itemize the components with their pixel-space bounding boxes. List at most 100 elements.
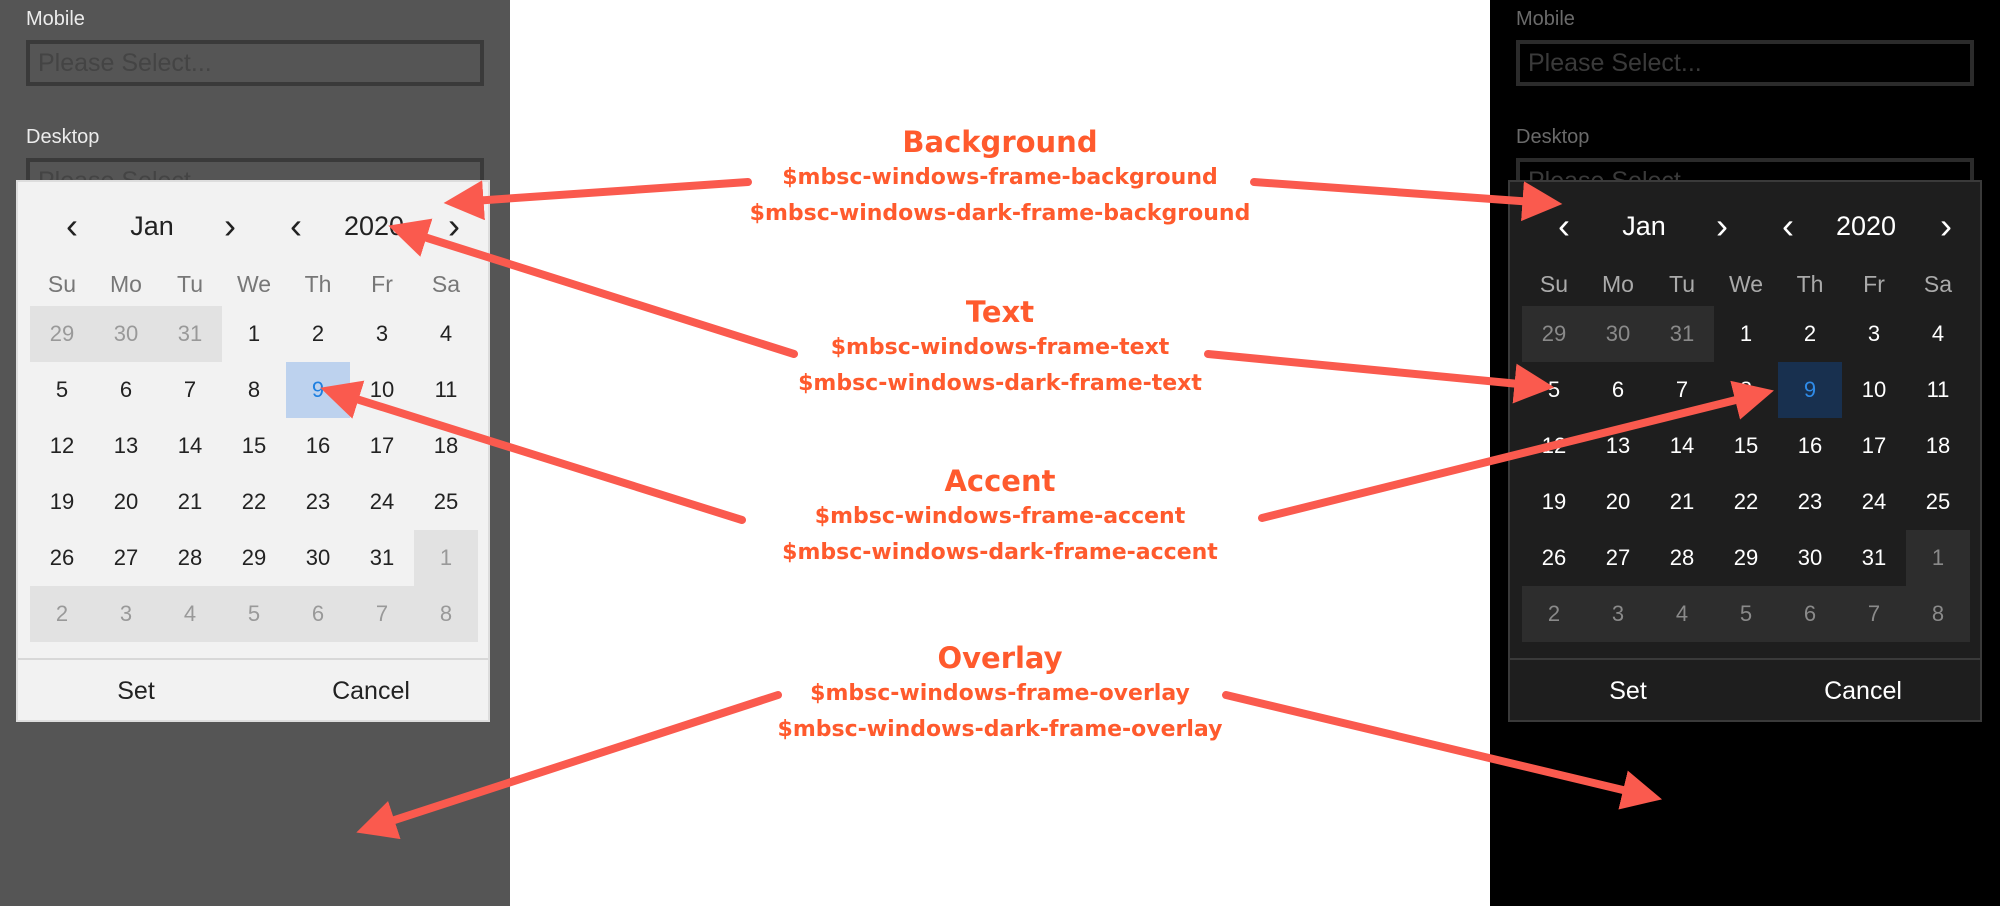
calendar-day[interactable]: 16	[1797, 433, 1823, 458]
next-year-button[interactable]: ›	[1926, 202, 1966, 250]
calendar-day[interactable]: 8	[247, 377, 261, 402]
calendar-day[interactable]: 16	[305, 433, 331, 458]
calendar-day[interactable]: 26	[1541, 545, 1567, 570]
calendar-day[interactable]: 23	[1797, 489, 1823, 514]
calendar-day[interactable]: 1	[1906, 530, 1970, 586]
calendar-header: ‹Jan›‹2020›	[1510, 202, 1980, 250]
calendar-day[interactable]: 4	[1650, 586, 1714, 642]
calendar-day[interactable]: 1	[414, 530, 478, 586]
calendar-day[interactable]: 2	[311, 321, 325, 346]
calendar-day[interactable]: 15	[241, 433, 267, 458]
calendar-day[interactable]: 6	[1778, 586, 1842, 642]
calendar-day[interactable]: 12	[49, 433, 75, 458]
calendar-day[interactable]: 24	[1861, 489, 1887, 514]
calendar-day[interactable]: 17	[369, 433, 395, 458]
calendar-day[interactable]: 15	[1733, 433, 1759, 458]
calendar-day[interactable]: 11	[1926, 377, 1950, 402]
calendar-day[interactable]: 1	[1739, 321, 1753, 346]
calendar-day[interactable]: 30	[1586, 306, 1650, 362]
prev-year-button[interactable]: ‹	[1768, 202, 1808, 250]
calendar-day[interactable]: 31	[1650, 306, 1714, 362]
calendar-day[interactable]: 5	[222, 586, 286, 642]
calendar-day[interactable]: 28	[1669, 545, 1695, 570]
calendar-day[interactable]: 27	[113, 545, 139, 570]
calendar-day[interactable]: 18	[433, 433, 459, 458]
calendar-day[interactable]: 2	[1522, 586, 1586, 642]
calendar-day[interactable]: 3	[375, 321, 389, 346]
calendar-day[interactable]: 21	[177, 489, 203, 514]
calendar-day[interactable]: 29	[30, 306, 94, 362]
calendar-day[interactable]: 30	[305, 545, 331, 570]
calendar-day[interactable]: 11	[434, 377, 458, 402]
calendar-day[interactable]: 22	[1733, 489, 1759, 514]
calendar-day[interactable]: 7	[1842, 586, 1906, 642]
calendar-day[interactable]: 28	[177, 545, 203, 570]
next-month-button[interactable]: ›	[210, 202, 250, 250]
calendar-day-selected[interactable]: 9	[1778, 362, 1842, 418]
calendar-day[interactable]: 29	[1733, 545, 1759, 570]
calendar-day[interactable]: 6	[119, 377, 133, 402]
calendar-day[interactable]: 1	[247, 321, 261, 346]
calendar-day[interactable]: 6	[1611, 377, 1625, 402]
calendar-day[interactable]: 2	[1803, 321, 1817, 346]
calendar-day[interactable]: 25	[1925, 489, 1951, 514]
calendar-day[interactable]: 10	[369, 377, 395, 402]
calendar-day[interactable]: 5	[55, 377, 69, 402]
mobile-label: Mobile	[1516, 8, 1575, 30]
calendar-day[interactable]: 21	[1669, 489, 1695, 514]
calendar-day[interactable]: 14	[177, 433, 203, 458]
calendar-day[interactable]: 30	[94, 306, 158, 362]
calendar-day[interactable]: 13	[113, 433, 139, 458]
calendar-day[interactable]: 8	[1906, 586, 1970, 642]
prev-month-button[interactable]: ‹	[52, 202, 92, 250]
calendar-day[interactable]: 4	[439, 321, 453, 346]
calendar-day[interactable]: 8	[414, 586, 478, 642]
calendar-day[interactable]: 18	[1925, 433, 1951, 458]
calendar-day[interactable]: 31	[369, 545, 395, 570]
annotation-title: Accent	[944, 464, 1056, 498]
calendar-day[interactable]: 22	[241, 489, 267, 514]
calendar-day[interactable]: 20	[113, 489, 139, 514]
calendar-day[interactable]: 31	[158, 306, 222, 362]
calendar-day[interactable]: 23	[305, 489, 331, 514]
calendar-day[interactable]: 3	[94, 586, 158, 642]
calendar-day[interactable]: 4	[158, 586, 222, 642]
calendar-day[interactable]: 7	[350, 586, 414, 642]
calendar-day[interactable]: 7	[1675, 377, 1689, 402]
calendar-week-row: 26 27 28 29 30 31 1	[1522, 530, 1970, 586]
calendar-day[interactable]: 10	[1861, 377, 1887, 402]
calendar-day[interactable]: 24	[369, 489, 395, 514]
calendar-day[interactable]: 2	[30, 586, 94, 642]
calendar-day[interactable]: 3	[1586, 586, 1650, 642]
calendar-day[interactable]: 13	[1605, 433, 1631, 458]
calendar-day[interactable]: 7	[183, 377, 197, 402]
mobile-label: Mobile	[26, 8, 85, 30]
cancel-button[interactable]: Cancel	[1824, 677, 1902, 705]
calendar-day[interactable]: 20	[1605, 489, 1631, 514]
calendar-day[interactable]: 4	[1931, 321, 1945, 346]
set-button[interactable]: Set	[1609, 677, 1647, 705]
cancel-button[interactable]: Cancel	[332, 677, 410, 705]
calendar-day[interactable]: 6	[286, 586, 350, 642]
mobile-input[interactable]: Please Select...	[1516, 40, 1974, 86]
calendar-day[interactable]: 19	[1541, 489, 1567, 514]
next-month-button[interactable]: ›	[1702, 202, 1742, 250]
mobile-input[interactable]: Please Select...	[26, 40, 484, 86]
calendar-day[interactable]: 3	[1867, 321, 1881, 346]
calendar-day[interactable]: 27	[1605, 545, 1631, 570]
set-button[interactable]: Set	[117, 677, 155, 705]
calendar-day[interactable]: 19	[49, 489, 75, 514]
calendar-day[interactable]: 30	[1797, 545, 1823, 570]
calendar-day[interactable]: 29	[241, 545, 267, 570]
calendar-day[interactable]: 31	[1861, 545, 1887, 570]
calendar-day[interactable]: 17	[1861, 433, 1887, 458]
calendar-day[interactable]: 14	[1669, 433, 1695, 458]
annotation-title: Background	[902, 125, 1098, 159]
calendar-day[interactable]: 5	[1714, 586, 1778, 642]
prev-year-button[interactable]: ‹	[276, 202, 316, 250]
calendar-day[interactable]: 25	[433, 489, 459, 514]
calendar-day[interactable]: 29	[1522, 306, 1586, 362]
calendar-day[interactable]: 26	[49, 545, 75, 570]
